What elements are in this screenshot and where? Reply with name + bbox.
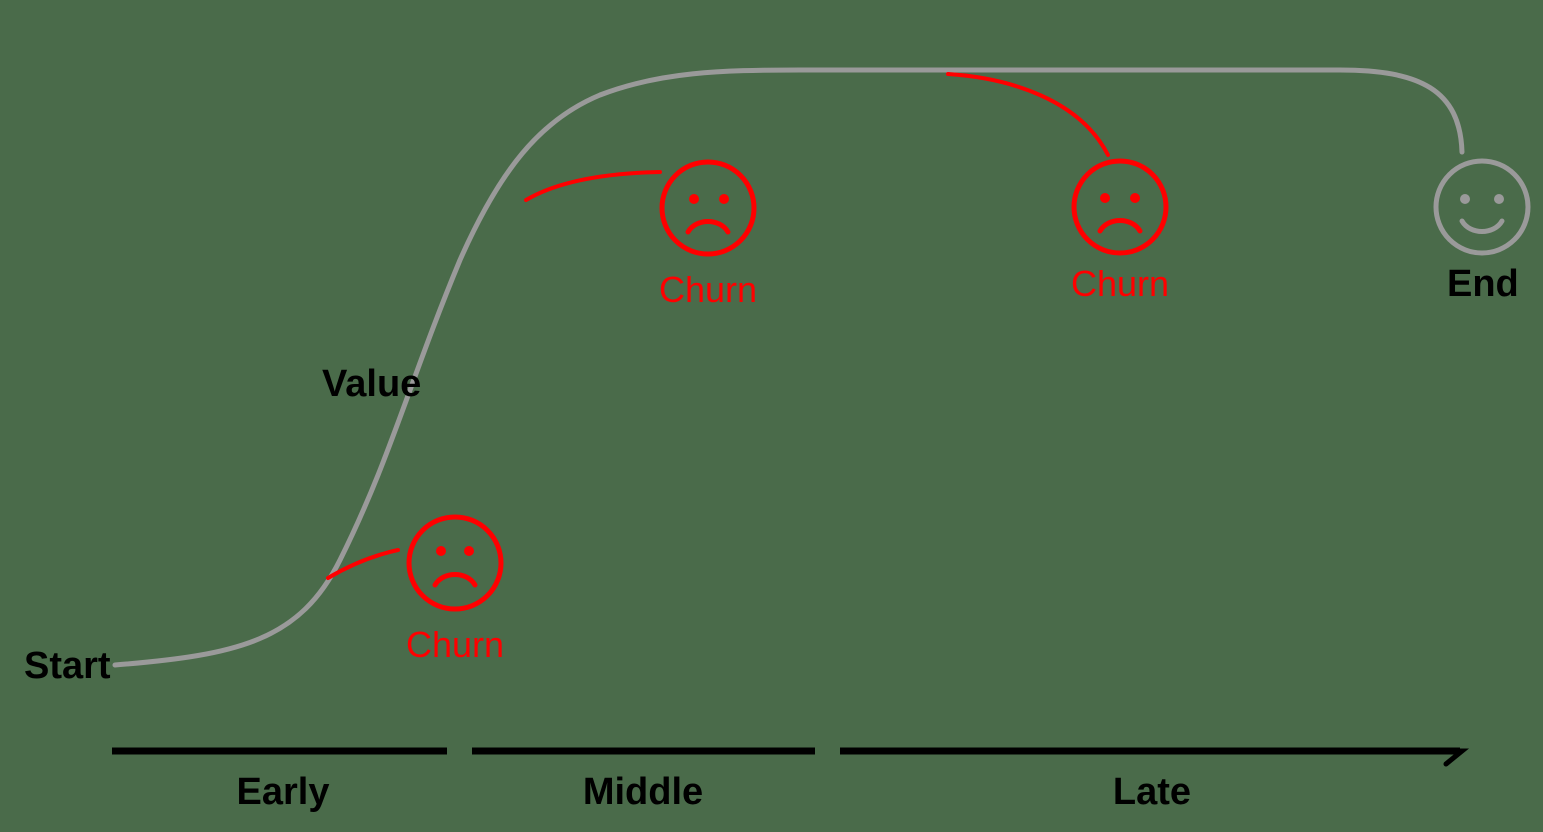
timeline-arrow-tip [1443,748,1470,767]
start-label: Start [24,645,111,687]
phase-label-middle: Middle [583,771,703,813]
sad-face-icon [659,159,757,257]
churn-connector-early [326,548,400,580]
happy-face-icon [1433,158,1531,256]
churn-label-late: Churn [1071,263,1169,304]
churn-connector-middle [524,170,662,202]
value-label: Value [322,363,421,405]
sad-face-icon [406,514,504,612]
end-label: End [1447,263,1519,305]
churn-label-middle: Churn [659,269,757,310]
phase-label-late: Late [1113,771,1191,813]
churn-label-early: Churn [406,624,504,665]
phase-label-early: Early [237,771,330,813]
sad-face-icon [1071,158,1169,256]
churn-connector-late [946,72,1110,157]
value-curve [112,67,1465,668]
